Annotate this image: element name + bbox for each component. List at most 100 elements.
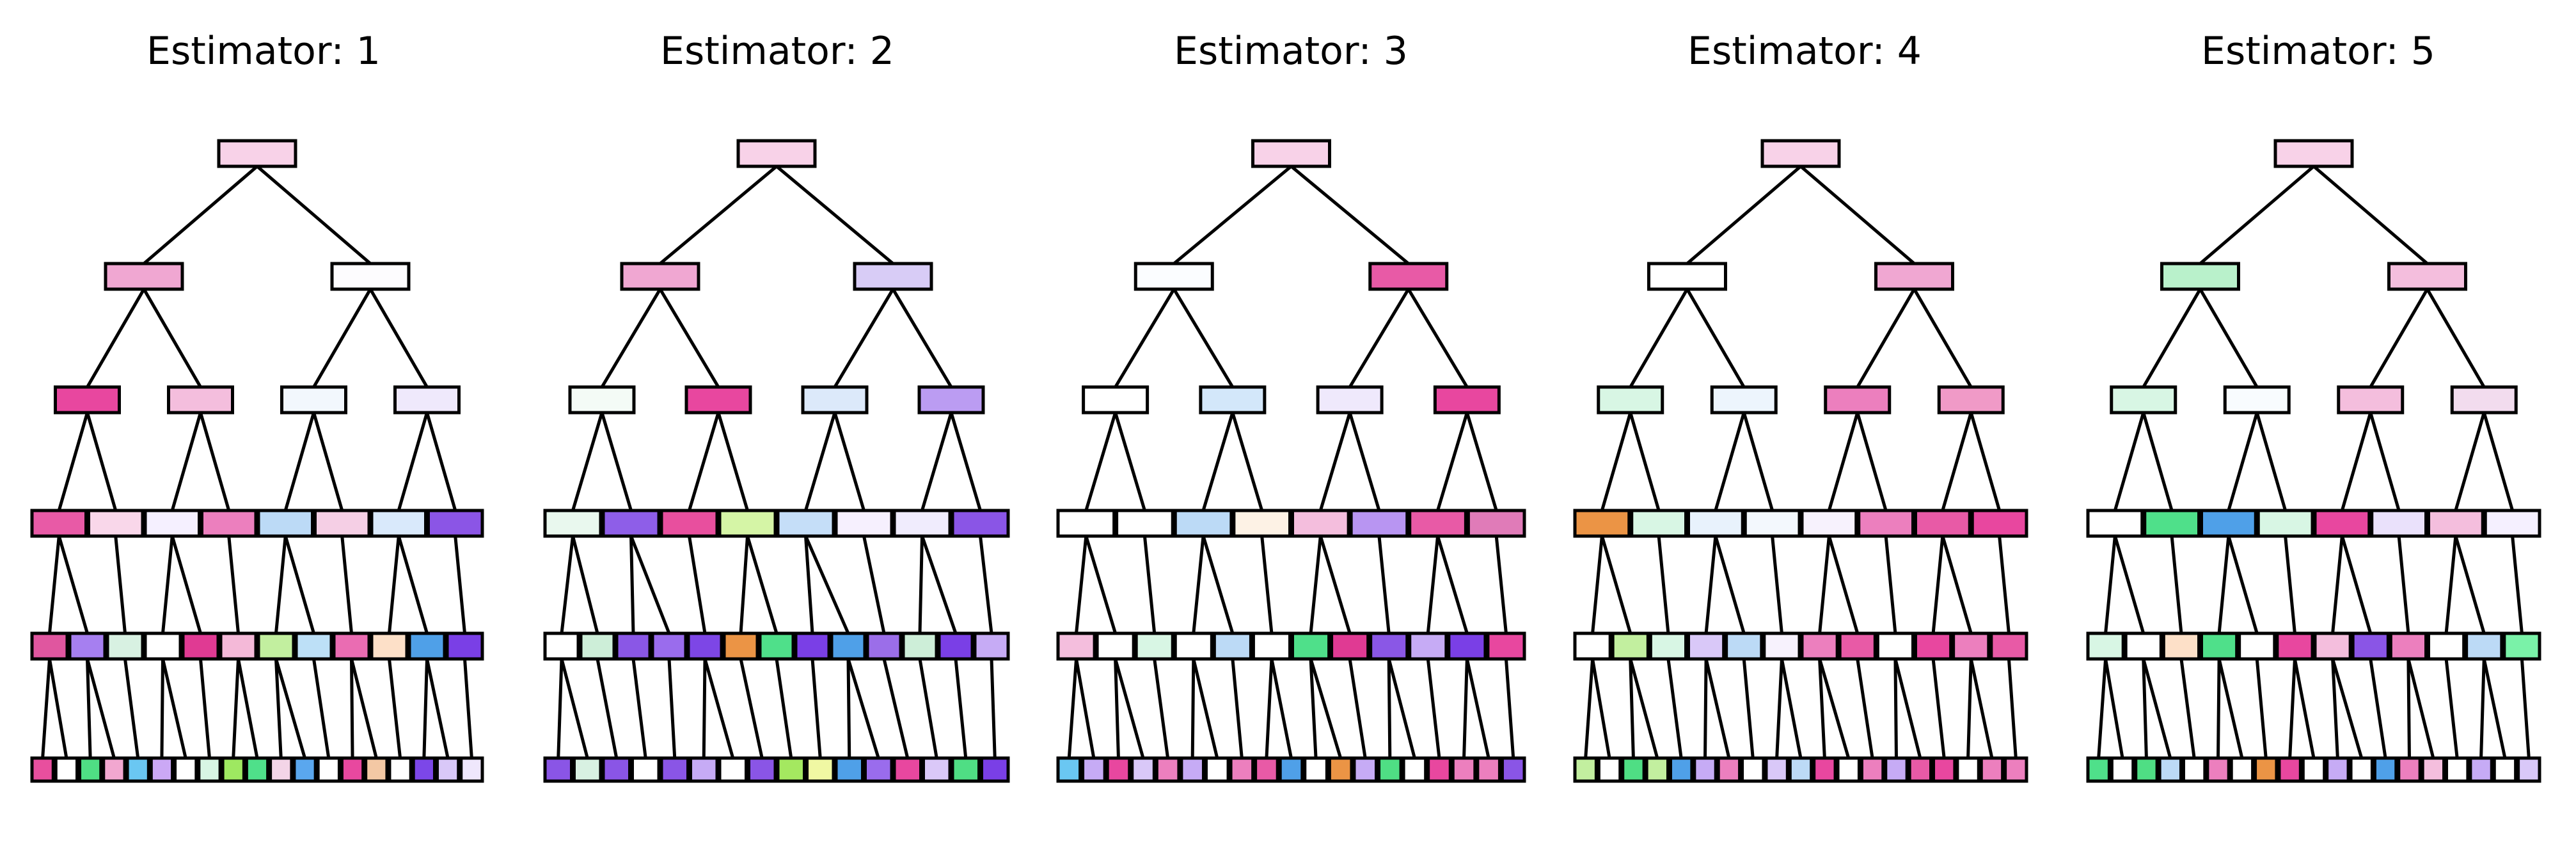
tree-node: [1451, 756, 1477, 783]
tree-edge: [2113, 535, 2145, 634]
tree-node: [776, 509, 835, 538]
tree-node: [2325, 756, 2350, 783]
tree-edge: [2113, 412, 2145, 511]
tree-edge: [1309, 658, 1318, 759]
tree-node: [173, 756, 198, 783]
tree-edge: [1426, 658, 1441, 759]
tree-node: [2373, 756, 2398, 783]
tree-edge: [1318, 535, 1352, 634]
tree-edge: [340, 535, 353, 634]
tree-edge: [1742, 658, 1755, 759]
tree-node: [951, 756, 981, 783]
tree-node: [2110, 385, 2177, 415]
tree-edge: [688, 535, 707, 634]
tree-edge: [2331, 535, 2344, 634]
tree-edge: [1190, 658, 1196, 759]
tree-node: [1710, 385, 1778, 415]
tree-edge: [1348, 288, 1410, 388]
tree-edge: [350, 658, 354, 759]
tree-node: [197, 756, 222, 783]
tree-edge: [274, 658, 283, 759]
tree-edge: [739, 535, 749, 634]
tree-edge: [1629, 412, 1661, 511]
tree-edge: [86, 412, 118, 511]
tree-node: [2469, 756, 2493, 783]
tree-node: [1788, 756, 1813, 783]
tree-node: [615, 631, 652, 661]
tree-edge: [1780, 658, 1803, 759]
tree-edge: [949, 412, 982, 511]
tree-edge: [2520, 658, 2531, 759]
tree-edge: [1318, 412, 1352, 511]
tree-node: [2134, 756, 2159, 783]
tree-node: [143, 631, 182, 661]
tree-edge: [2369, 412, 2401, 511]
tree-edge: [804, 535, 850, 635]
tree-node: [1857, 509, 1915, 538]
tree-edge: [560, 535, 574, 634]
tree-edge: [2142, 658, 2172, 759]
tree-node: [1611, 631, 1650, 661]
tree-node: [1368, 262, 1449, 291]
tree-node: [1212, 631, 1252, 661]
tree-node: [1884, 756, 1909, 783]
tree-edge: [921, 412, 953, 511]
panel-4-tree: [1573, 139, 2028, 783]
tree-node: [2200, 631, 2239, 661]
tree-edge: [2479, 658, 2486, 759]
tree-edge: [954, 658, 968, 759]
tree-edge: [2331, 658, 2364, 759]
tree-node: [2229, 756, 2255, 783]
tree-edge: [1201, 412, 1235, 511]
tree-node: [364, 756, 389, 783]
tree-edge: [1494, 535, 1508, 634]
tree-edge: [702, 658, 707, 759]
tree-node: [1573, 631, 1612, 661]
tree-edge: [557, 658, 564, 759]
tree-edge: [1192, 658, 1219, 759]
tree-node: [370, 631, 409, 661]
tree-edge: [463, 658, 473, 759]
tree-node: [1204, 756, 1230, 783]
tree-edge: [170, 412, 202, 511]
tree-node: [30, 631, 69, 661]
tree-edge: [1629, 288, 1689, 388]
tree-node: [1377, 756, 1403, 783]
tree-node: [601, 756, 631, 783]
tree-node: [1932, 756, 1957, 783]
tree-edge: [1260, 535, 1274, 634]
tree-edge: [161, 535, 174, 634]
tree-node: [1989, 631, 2028, 661]
tree-edge: [1173, 165, 1293, 265]
tree-node: [1408, 631, 1448, 661]
tree-edge: [2284, 535, 2296, 634]
tree-node: [917, 385, 985, 415]
tree-node: [54, 385, 121, 415]
tree-node: [973, 631, 1010, 661]
tree-node: [1433, 385, 1501, 415]
tree-edge: [2199, 288, 2259, 388]
tree-edge: [161, 658, 187, 759]
tree-node: [269, 756, 294, 783]
tree-edge: [1309, 658, 1343, 759]
tree-edge: [2331, 658, 2339, 759]
tree-node: [1081, 756, 1107, 783]
tree-node: [1291, 509, 1350, 538]
tree-edge: [2217, 535, 2231, 634]
tree-node: [1426, 756, 1452, 783]
tree-node: [87, 509, 145, 538]
tree-edge: [1818, 535, 1831, 634]
tree-node: [54, 756, 79, 783]
tree-node: [1876, 631, 1915, 661]
panel-2-tree: [543, 139, 1010, 783]
tree-node: [1764, 756, 1789, 783]
panel-5: Estimator: 5: [2086, 29, 2541, 783]
tree-edge: [1969, 412, 2002, 511]
tree-node: [125, 756, 150, 783]
tree-node: [1330, 631, 1370, 661]
tree-node: [1597, 756, 1622, 783]
tree-edge: [2288, 658, 2296, 759]
tree-node: [1693, 756, 1718, 783]
tree-edge: [1775, 658, 1783, 759]
tree-edge: [1231, 412, 1264, 511]
